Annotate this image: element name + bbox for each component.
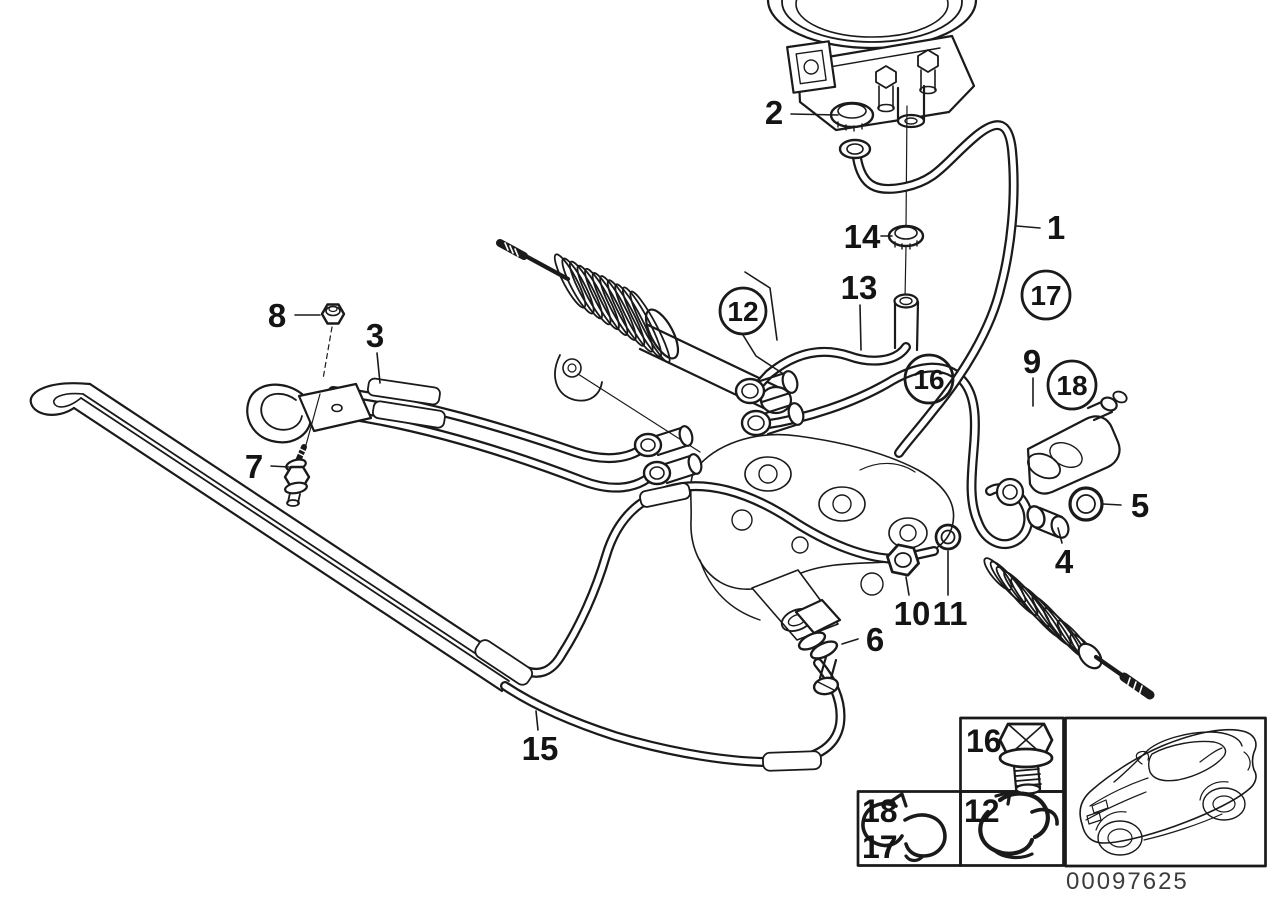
callout-circle [903, 353, 955, 405]
hex-fitting-10 [886, 543, 920, 577]
callout-leader-line [535, 710, 539, 731]
callout-number: 15 [522, 730, 559, 767]
callout-leader-line [1057, 527, 1063, 544]
callout-number: 18 [1056, 370, 1087, 401]
callout-leader-line [376, 352, 381, 384]
callout-3[interactable]: 3 [366, 317, 384, 384]
callout-number: 12 [727, 296, 758, 327]
callout-leader-line [841, 638, 859, 645]
callout-number: 17 [1030, 280, 1061, 311]
cooler-pipe-loop [29, 382, 934, 762]
callout-9[interactable]: 9 [1023, 343, 1041, 407]
washer [809, 640, 839, 660]
callout-circle [1046, 359, 1098, 411]
return-pipe-stub [893, 293, 920, 352]
rack-valve-unions [734, 370, 805, 437]
pipe-sleeves [474, 482, 822, 772]
hose-union [633, 425, 694, 458]
part-number: 00097625 [1066, 868, 1189, 895]
callout-number: 9 [1023, 343, 1041, 380]
assembly-line [904, 105, 908, 300]
cooler-hose-pair [333, 377, 703, 488]
reservoir-outlet-port [896, 84, 926, 129]
rack-boot-right [983, 557, 1103, 670]
callout-16[interactable]: 16 [903, 353, 955, 405]
hose-union [642, 453, 703, 486]
callout-number: 10 [894, 595, 931, 632]
car-side-thumbnail-icon [1079, 728, 1257, 856]
hose-sleeve [366, 377, 441, 406]
tie-rod-left [519, 251, 571, 282]
suction-hose-1 [838, 125, 1014, 453]
legend-label-12: 12 [964, 793, 1000, 829]
callout-number: 5 [1131, 487, 1149, 524]
callout-number: 1 [1047, 209, 1065, 246]
callout-leader-line [905, 576, 910, 596]
callout-number: 8 [268, 297, 286, 334]
callout-leader-line [790, 113, 839, 116]
callout-number: 7 [245, 448, 263, 485]
callout-number: 2 [765, 94, 783, 131]
retaining-clip-small-icon [861, 792, 947, 863]
callout-5[interactable]: 5 [1102, 487, 1149, 524]
callout-leader-line [742, 334, 783, 374]
banjo-fitting-6 [794, 598, 842, 696]
legend-label-16: 16 [966, 723, 1002, 759]
callout-11[interactable]: 11 [933, 550, 968, 632]
callout-13[interactable]: 13 [841, 269, 878, 351]
callout-number: 4 [1055, 543, 1074, 580]
callout-leader-line [1102, 503, 1122, 506]
hose-end [838, 138, 872, 160]
callout-leader-line [859, 304, 862, 351]
callout-number: 13 [841, 269, 878, 306]
reservoir-bolt [917, 49, 939, 95]
nut-8 [320, 303, 346, 325]
callout-leader-line [744, 271, 778, 341]
reservoir-bolt [875, 65, 897, 113]
callout-circle [1020, 269, 1072, 321]
callout-2[interactable]: 2 [765, 94, 839, 131]
callout-17[interactable]: 17 [1020, 269, 1072, 321]
legend: 16 18 17 12 [856, 716, 1267, 868]
callout-12[interactable]: 12 [718, 271, 783, 374]
callout-15[interactable]: 15 [522, 710, 559, 767]
callout-14[interactable]: 14 [844, 218, 893, 255]
steering-valve-body [995, 390, 1128, 507]
callout-number: 6 [866, 621, 884, 658]
callout-6[interactable]: 6 [841, 621, 884, 658]
pipe-bracket [246, 326, 373, 444]
callout-number: 16 [913, 364, 944, 395]
reservoir-fitting [786, 40, 837, 94]
callout-number: 11 [933, 595, 968, 632]
tie-rod-right [1093, 654, 1155, 700]
rack-boot-left [553, 253, 680, 364]
hose-sleeve [372, 400, 446, 429]
o-ring-11 [934, 523, 962, 551]
callout-number: 14 [844, 218, 881, 255]
callout-1[interactable]: 1 [1016, 209, 1065, 246]
callout-4[interactable]: 4 [1055, 527, 1074, 580]
callout-circle [718, 286, 768, 336]
seal-ring-5 [1068, 486, 1104, 522]
hose-clamp-14 [887, 224, 925, 250]
flange-bolt-icon [998, 722, 1054, 795]
callout-7[interactable]: 7 [245, 448, 290, 485]
callout-leader-line [270, 465, 290, 468]
legend-label-17: 17 [862, 829, 898, 865]
hose-clamp-2 [829, 101, 875, 132]
callout-leader-line [1016, 225, 1041, 229]
callout-18[interactable]: 18 [1046, 359, 1098, 411]
car-thumbnail-box [1064, 716, 1267, 868]
callout-10[interactable]: 10 [894, 576, 931, 632]
retaining-clip-large-icon [978, 790, 1059, 860]
legend-cell-clip-large [959, 790, 1065, 867]
legend-label-18: 18 [862, 793, 898, 829]
callout-8[interactable]: 8 [268, 297, 321, 334]
callout-number: 3 [366, 317, 384, 354]
plug-4 [1026, 505, 1070, 539]
